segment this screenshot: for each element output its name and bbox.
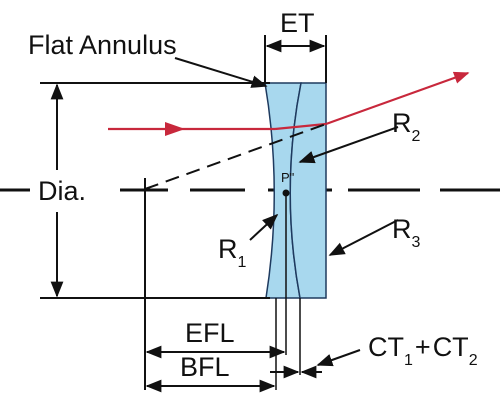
r1-sub: 1 <box>238 254 247 271</box>
r2-sub: 2 <box>412 128 421 145</box>
ct1-sub: 1 <box>404 352 413 369</box>
r3-label: R3 <box>392 214 421 251</box>
r2-label: R2 <box>392 108 421 145</box>
ray-in-lens <box>274 122 327 131</box>
principal-point-label: P" <box>281 170 295 185</box>
ct2-sub: 2 <box>469 352 478 369</box>
efl-label: EFL <box>185 318 235 348</box>
r2-main: R <box>392 108 412 138</box>
ct2-main: CT <box>433 332 469 362</box>
r3-sub: 3 <box>412 234 421 251</box>
doublet-lens <box>264 82 327 299</box>
flat-annulus-leader <box>174 57 268 88</box>
r1-main: R <box>218 234 238 264</box>
outgoing-ray <box>325 71 470 126</box>
ct-label: CT1+CT2 <box>368 332 478 369</box>
r3-leader <box>328 219 399 256</box>
r3-main: R <box>392 214 412 244</box>
virtual-ray-extension <box>144 123 327 190</box>
r2-leader <box>298 126 399 164</box>
ct1-main: CT <box>368 332 404 362</box>
incoming-ray-arrowhead <box>165 122 185 136</box>
r1-leader <box>249 213 279 241</box>
ct-leader <box>316 349 361 367</box>
bfl-label: BFL <box>180 352 230 382</box>
dia-label: Dia. <box>38 176 86 206</box>
lens-element-2 <box>289 82 327 299</box>
ct-plus: + <box>415 332 431 362</box>
r1-label: R1 <box>218 234 247 271</box>
flat-annulus-label: Flat Annulus <box>28 30 177 60</box>
et-label: ET <box>280 8 315 38</box>
